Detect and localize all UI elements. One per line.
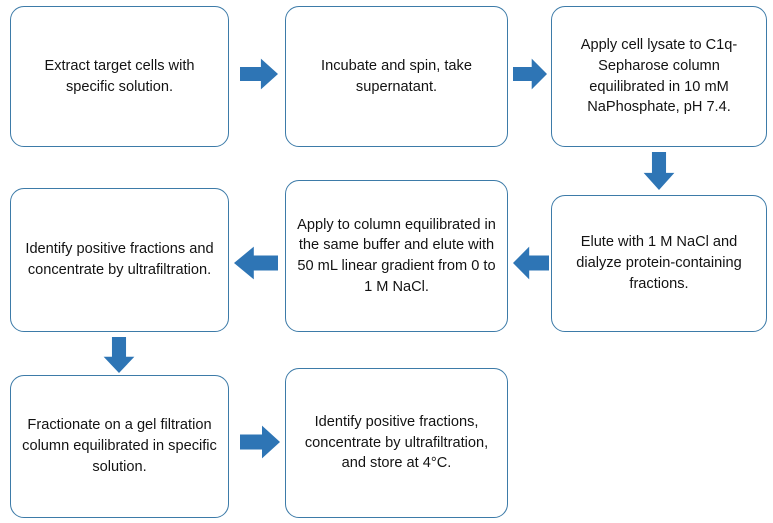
- flow-node-label: Apply cell lysate to C1q-Sepharose colum…: [580, 37, 738, 116]
- flow-node-label: Elute with 1 M NaCl and dialyze protein-…: [576, 234, 742, 292]
- arrow-step3-to-step4-icon: [643, 152, 675, 190]
- flow-node-fractionate-gel-filtration[interactable]: Fractionate on a gel filtration column e…: [10, 375, 229, 518]
- flow-node-identify-concentrate-store[interactable]: Identify positive fractions, concentrate…: [285, 368, 508, 518]
- flow-node-label: Incubate and spin, take supernatant.: [321, 57, 472, 95]
- flow-node-label: Identify positive fractions, concentrate…: [304, 413, 489, 472]
- flow-node-apply-cell-lysate[interactable]: Apply cell lysate to C1q-Sepharose colum…: [551, 6, 767, 147]
- flow-node-elute-and-dialyze[interactable]: Elute with 1 M NaCl and dialyze protein-…: [551, 195, 767, 332]
- arrow-step4-to-step5-icon: [513, 246, 549, 280]
- flow-node-label: Extract target cells with specific solut…: [44, 57, 195, 95]
- arrow-step2-to-step3-icon: [513, 58, 547, 90]
- flow-node-extract-target-cells[interactable]: Extract target cells with specific solut…: [10, 6, 229, 147]
- flow-node-apply-to-column-gradient[interactable]: Apply to column equilibrated in the same…: [285, 180, 508, 332]
- flow-node-label: Fractionate on a gel filtration column e…: [22, 417, 217, 475]
- arrow-step5-to-step6-icon: [234, 246, 278, 280]
- flow-node-identify-and-concentrate[interactable]: Identify positive fractions and concentr…: [10, 188, 229, 332]
- flow-node-incubate-and-spin[interactable]: Incubate and spin, take supernatant.: [285, 6, 508, 147]
- arrow-step7-to-step8-icon: [240, 425, 280, 459]
- arrow-step1-to-step2-icon: [240, 58, 278, 90]
- flow-node-label: Apply to column equilibrated in the same…: [297, 216, 496, 295]
- arrow-step6-to-step7-icon: [103, 337, 135, 373]
- flow-node-label: Identify positive fractions and concentr…: [25, 241, 214, 278]
